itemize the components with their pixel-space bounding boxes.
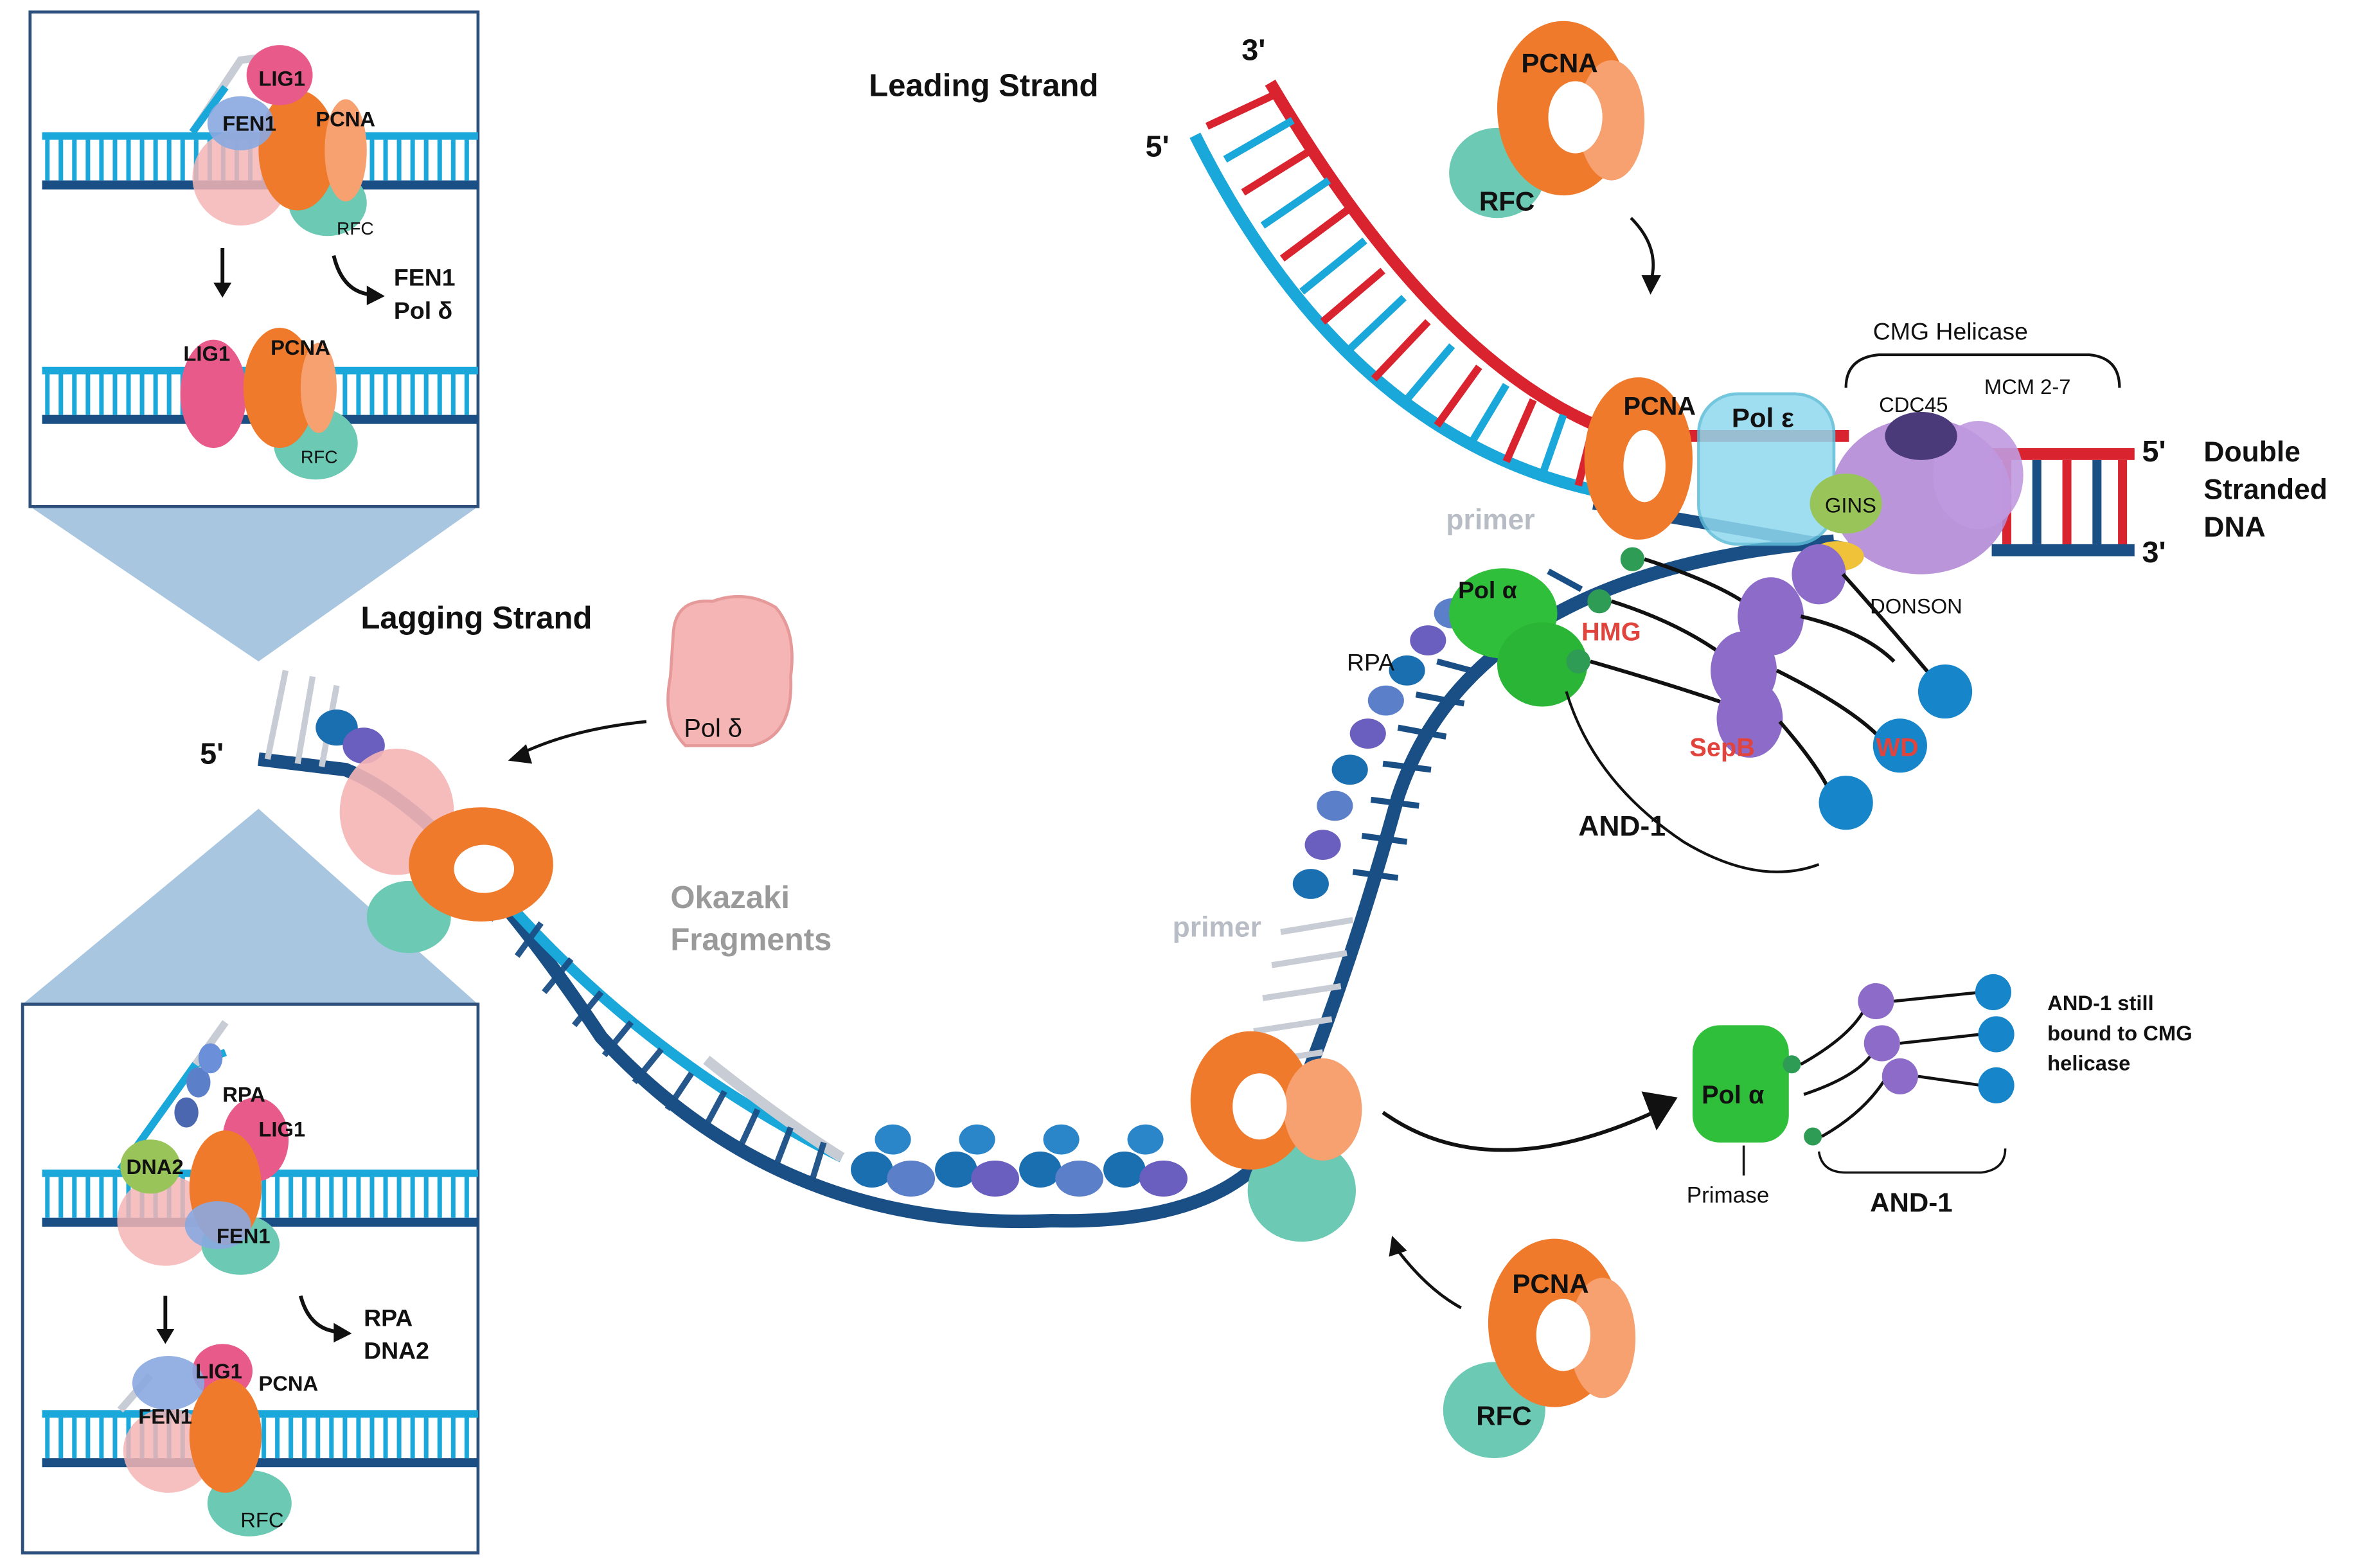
bottom-inset-arrows: RPA DNA2 [156, 1295, 429, 1364]
ds-5prime: 5' [2142, 434, 2166, 468]
bottom-inset-lig1-label-2: LIG1 [195, 1359, 242, 1383]
bottom-inset-proteins-2: LIG1 PCNA FEN1 RFC [123, 1344, 318, 1537]
bottom-inset-release-1: RPA [364, 1304, 413, 1331]
top-inset-proteins-1: LIG1 FEN1 PCNA RFC [192, 45, 375, 238]
bottom-inset-dna2-label: DNA2 [127, 1155, 184, 1179]
top-inset-lig1-label-2: LIG1 [183, 341, 230, 365]
replisome: PCNA Pol ε CDC45 MCM 2-7 GINS DONSON CMG… [1449, 318, 2121, 873]
and1-label-main: AND-1 [1578, 811, 1666, 842]
leading-3prime: 3' [1241, 33, 1265, 67]
double-stranded-dna: 5' 3' Double Stranded DNA [1991, 434, 2327, 569]
free-pcna-rfc-bottom: PCNA RFC [1389, 1235, 1636, 1459]
top-inset-lig1-label: LIG1 [258, 66, 305, 90]
cdc45-label: CDC45 [1879, 393, 1948, 416]
top-inset-rfc-label: RFC [337, 218, 374, 238]
free-pol-delta-label: Pol δ [684, 714, 742, 742]
ds-label-3: DNA [2203, 512, 2265, 543]
wd-label: WD [1876, 734, 1918, 762]
rpa-label: RPA [1347, 648, 1394, 675]
bottom-inset-rfc-label: RFC [240, 1508, 283, 1532]
and1-still-3: helicase [2047, 1051, 2130, 1075]
top-inset-panel: LIG1 FEN1 PCNA RFC FEN1 Pol δ LIG1 PCNA [28, 10, 480, 508]
bottom-inset-panel: RPA LIG1 DNA2 FEN1 RPA DNA2 LIG1 PCNA [21, 1002, 480, 1555]
free-rfc-top-label: RFC [1479, 186, 1535, 217]
top-inset-release-2: Pol δ [394, 297, 452, 324]
bottom-inset-connector [22, 808, 478, 1004]
mcm-label: MCM 2-7 [1984, 375, 2071, 398]
rpa-chain-upper: RPA [1292, 598, 1470, 899]
primase-label: Primase [1687, 1182, 1770, 1207]
rpa-chain-lower [851, 1124, 1188, 1197]
top-inset-pcna-label: PCNA [316, 107, 375, 131]
hmg-label: HMG [1581, 618, 1641, 646]
bottom-inset-rpa-label: RPA [222, 1083, 265, 1107]
released-pol-alpha-label: Pol α [1702, 1081, 1765, 1109]
released-and1-label: AND-1 [1870, 1187, 1953, 1217]
pol-epsilon-label: Pol ε [1732, 402, 1794, 432]
okazaki-label-1: Okazaki [670, 880, 790, 915]
top-inset-release-1: FEN1 [394, 263, 456, 290]
primer-label-top: primer [1446, 504, 1534, 535]
leading-pcna-label: PCNA [1623, 393, 1696, 421]
top-inset-proteins-2: LIG1 PCNA RFC [180, 327, 358, 480]
free-pol-delta: Pol δ [508, 594, 794, 764]
and1-still-1: AND-1 still [2047, 991, 2154, 1015]
gins-label: GINS [1825, 494, 1876, 517]
pol-alpha-label: Pol α [1458, 576, 1517, 603]
ds-label-2: Stranded [2203, 474, 2327, 506]
free-pcna-top-label: PCNA [1521, 48, 1597, 78]
top-inset-pcna-label-2: PCNA [271, 335, 330, 359]
lagging-5prime: 5' [200, 736, 224, 770]
ds-label-1: Double [2203, 436, 2300, 468]
bottom-inset-release-2: DNA2 [364, 1337, 429, 1364]
okazaki-label-2: Fragments [670, 922, 832, 957]
lagging-pol-delta-complex [316, 709, 553, 954]
free-rfc-bottom-label: RFC [1476, 1401, 1532, 1431]
free-pcna-bottom-label: PCNA [1512, 1269, 1588, 1299]
bottom-inset-pcna-label: PCNA [258, 1371, 318, 1395]
bottom-inset-proteins-1: RPA LIG1 DNA2 FEN1 [117, 1043, 305, 1275]
free-pcna-rfc-top: PCNA RFC [1449, 21, 1661, 295]
top-inset-rfc-label-2: RFC [301, 447, 338, 467]
ds-3prime: 3' [2142, 535, 2166, 569]
sepb-label: SepB [1689, 734, 1755, 762]
top-inset-arrows: FEN1 Pol δ [213, 247, 456, 324]
bottom-inset-fen1-label-2: FEN1 [138, 1404, 192, 1428]
leading-strand-label: Leading Strand [869, 69, 1098, 103]
cmg-helicase-label: CMG Helicase [1873, 318, 2028, 345]
bottom-inset-lig1-label: LIG1 [258, 1118, 305, 1141]
donson-label: DONSON [1870, 594, 1962, 618]
and1-still-2: bound to CMG [2047, 1021, 2192, 1045]
bottom-inset-fen1-label: FEN1 [217, 1224, 271, 1248]
top-inset-fen1-label: FEN1 [222, 112, 276, 136]
lagging-strand-label: Lagging Strand [360, 601, 592, 636]
released-pol-alpha-and1: Pol α Primase AND-1 AND-1 still bound to… [1382, 974, 2192, 1217]
primer-label-middle: primer [1173, 911, 1261, 943]
top-inset-connector [30, 506, 478, 662]
leading-5prime: 5' [1146, 129, 1170, 163]
lagging-pcna-rfc-middle [1190, 1031, 1362, 1242]
